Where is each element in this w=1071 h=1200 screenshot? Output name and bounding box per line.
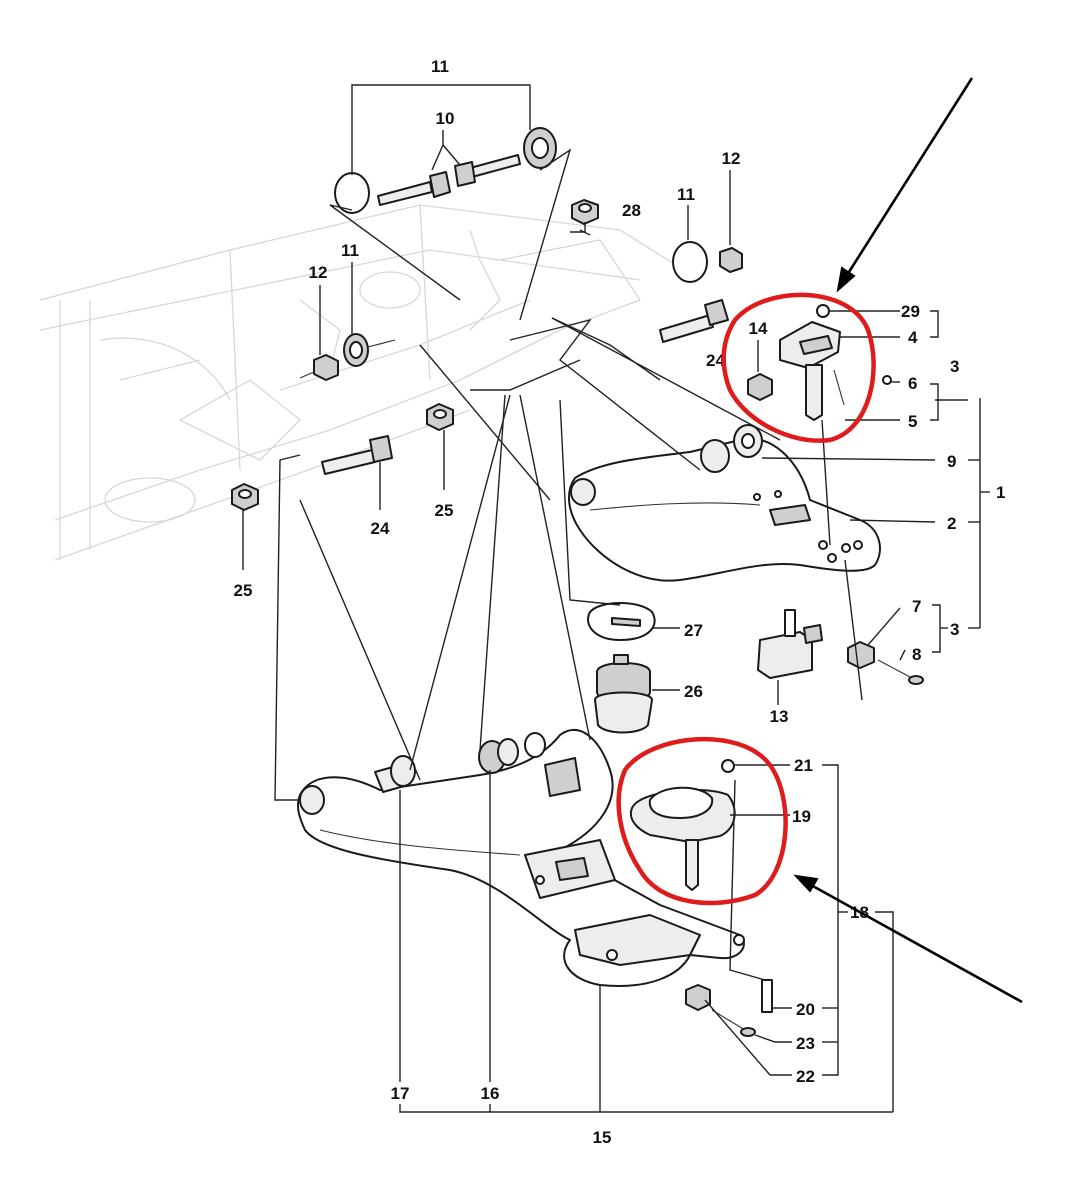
callout-11-left: 11 — [341, 241, 359, 260]
callout-20: 20 — [796, 1000, 815, 1019]
cam-bolt-assembly-right — [659, 241, 743, 343]
cotter-pin-8 — [877, 659, 924, 685]
bracket-13 — [757, 609, 823, 679]
callout-23: 23 — [796, 1034, 815, 1053]
upper-ball-joint — [747, 304, 892, 421]
callout-leaders — [242, 84, 990, 1113]
cam-bolt-assembly-top — [334, 127, 557, 214]
callout-24-right: 24 — [706, 351, 725, 370]
nut-25-left — [231, 483, 259, 511]
lower-control-arm — [296, 729, 745, 987]
callout-16: 16 — [481, 1084, 500, 1103]
red-circle-lower-ball-joint — [616, 736, 788, 906]
callout-labels: 11 10 28 11 12 12 11 24 24 25 25 14 29 4… — [234, 57, 1006, 1147]
callout-13: 13 — [770, 707, 789, 726]
upper-control-arm — [568, 437, 881, 582]
callout-3-upper: 3 — [950, 357, 959, 376]
callout-11-right: 11 — [677, 185, 695, 204]
callout-29: 29 — [901, 302, 920, 321]
bolt-24-left — [321, 435, 393, 475]
callout-15: 15 — [593, 1128, 612, 1147]
bump-stop-26 — [594, 654, 653, 734]
callout-5: 5 — [908, 412, 917, 431]
callout-22: 22 — [796, 1067, 815, 1086]
castle-nut-7 — [847, 641, 875, 669]
nut-25-center — [426, 403, 454, 431]
callout-6: 6 — [908, 374, 917, 393]
callout-9: 9 — [947, 452, 956, 471]
callout-11-top: 11 — [431, 57, 449, 76]
callout-14: 14 — [749, 319, 768, 338]
callout-4: 4 — [908, 328, 918, 347]
red-circle-upper-ball-joint — [721, 292, 876, 443]
callout-3-lower: 3 — [950, 620, 959, 639]
callout-25-center: 25 — [435, 501, 454, 520]
callout-10: 10 — [436, 109, 455, 128]
callout-19: 19 — [792, 807, 811, 826]
callout-27: 27 — [684, 621, 703, 640]
bushing-9 — [700, 424, 763, 473]
cam-bolt-assembly-left — [299, 333, 396, 381]
callout-12-right: 12 — [722, 149, 741, 168]
exploded-view-guides — [274, 148, 863, 981]
bushing-16 — [478, 738, 519, 774]
callout-1: 1 — [996, 483, 1005, 502]
arrow-upper-pointer-icon — [836, 77, 974, 293]
bushing-17 — [374, 755, 416, 793]
callout-26: 26 — [684, 682, 703, 701]
callout-21: 21 — [794, 756, 813, 775]
callout-8: 8 — [912, 645, 921, 664]
lower-ball-joint — [630, 759, 773, 1037]
callout-17: 17 — [391, 1084, 410, 1103]
callout-7: 7 — [912, 597, 921, 616]
callout-2: 2 — [947, 514, 956, 533]
callout-28: 28 — [622, 201, 641, 220]
arrow-lower-pointer-icon — [793, 874, 1023, 1004]
bump-stop-plate-27 — [587, 602, 656, 641]
callout-24-left: 24 — [371, 519, 390, 538]
nut-28 — [571, 199, 599, 225]
callout-12-left: 12 — [309, 263, 328, 282]
callout-25-left: 25 — [234, 581, 253, 600]
